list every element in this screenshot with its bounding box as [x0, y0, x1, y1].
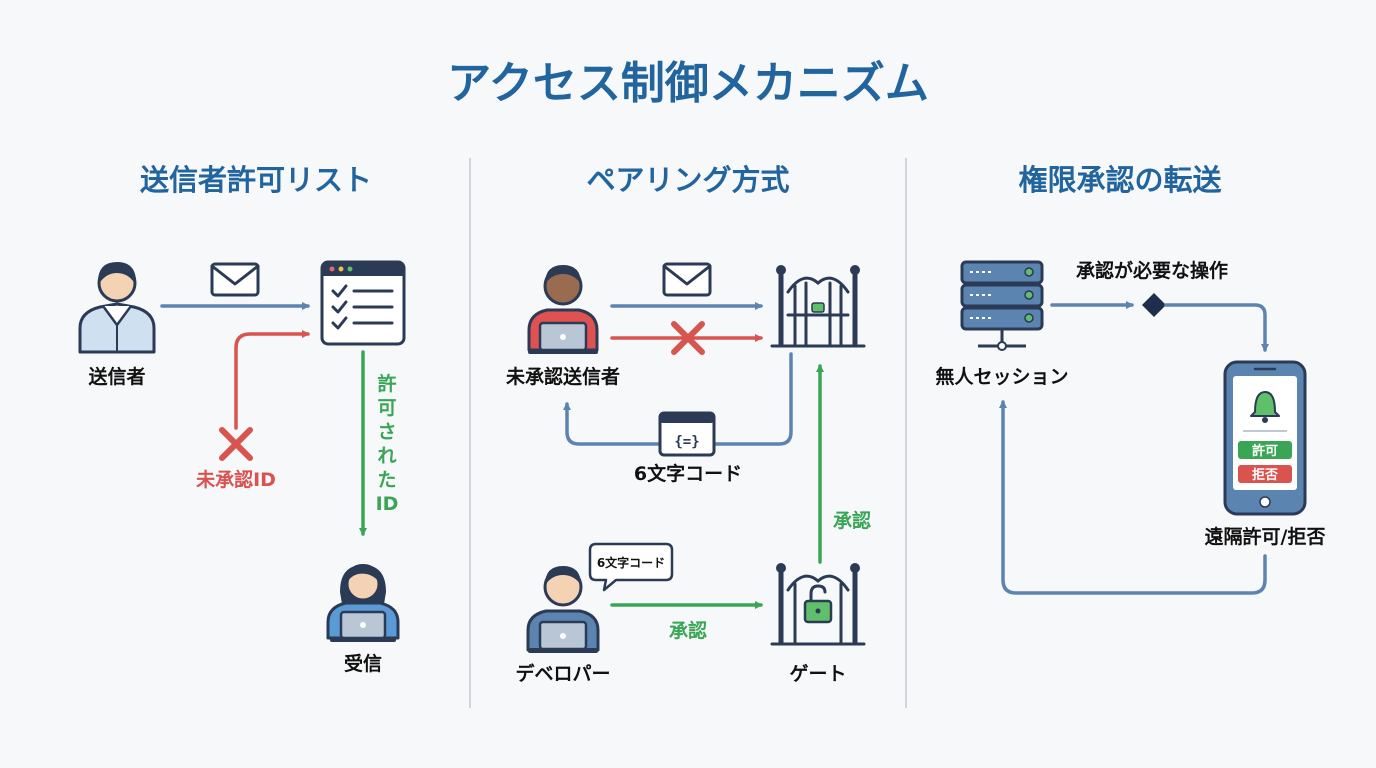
envelope-icon: [210, 262, 260, 297]
svg-text:さ: さ: [377, 421, 396, 443]
svg-text:許: 許: [377, 372, 396, 395]
bubble-code-label: 6文字コード: [597, 555, 665, 570]
closed-gate-icon: [770, 265, 866, 348]
bell-icon: [1250, 391, 1280, 423]
developer-icon: [526, 566, 600, 653]
deny-button[interactable]: [1238, 465, 1292, 483]
approval-vertical-label: 承認: [833, 509, 871, 532]
locked-gate-icon: [770, 563, 866, 646]
arrow-phone-to-session: [999, 400, 1267, 595]
server-icon: [960, 260, 1044, 351]
allow-button[interactable]: [1238, 441, 1292, 459]
unapproved-sender-icon: [527, 265, 599, 354]
recipient-label: 受信: [344, 652, 382, 675]
section-title-allowlist: 送信者許可リスト: [140, 163, 372, 197]
gate-label: ゲート: [789, 663, 846, 685]
svg-text:ID: ID: [376, 493, 399, 515]
sender-person-icon: [78, 261, 156, 354]
arrow-decision-to-phone: [1164, 303, 1269, 352]
unattended-session-label: 無人セッション: [935, 365, 1068, 388]
main-title: アクセス制御メカニズム: [447, 58, 929, 109]
pairing-envelope-icon: [662, 262, 712, 297]
speech-bubble: 6文字コード: [588, 542, 674, 592]
svg-text:{=}: {=}: [674, 434, 699, 450]
unapproved-id-label: 未承認ID: [195, 468, 276, 491]
sender-label: 送信者: [88, 365, 145, 388]
developer-label: デベロパー: [515, 662, 610, 685]
remote-decision-label: 遠隔許可/拒否: [1205, 525, 1326, 548]
svg-text:れ: れ: [377, 445, 396, 467]
allowed-id-label: 許 可 さ れ た ID: [376, 372, 399, 515]
section-title-pairing: ペアリング方式: [586, 163, 789, 197]
unapproved-sender-label: 未承認送信者: [505, 365, 620, 388]
svg-text:た: た: [377, 469, 396, 491]
approval-horizontal-label: 承認: [669, 619, 707, 642]
svg-text:可: 可: [377, 397, 396, 419]
deny-button-label: 拒否: [1252, 467, 1278, 483]
recipient-person-icon: [326, 564, 400, 642]
allow-button-label: 許可: [1252, 443, 1278, 459]
decision-diamond: [1142, 293, 1166, 317]
code-label: 6文字コード: [634, 462, 742, 485]
section-title-permission: 権限承認の転送: [1018, 163, 1221, 197]
phone-icon: 許可 拒否: [1223, 360, 1307, 516]
arrow-unapproved-to-list: [234, 330, 310, 430]
pairing-blocked-x-icon: [671, 321, 705, 355]
checklist-window-icon: [320, 260, 406, 346]
operation-label: 承認が必要な操作: [1076, 259, 1228, 282]
blocked-x-icon: [219, 427, 253, 461]
code-window-icon: {=}: [658, 411, 716, 457]
